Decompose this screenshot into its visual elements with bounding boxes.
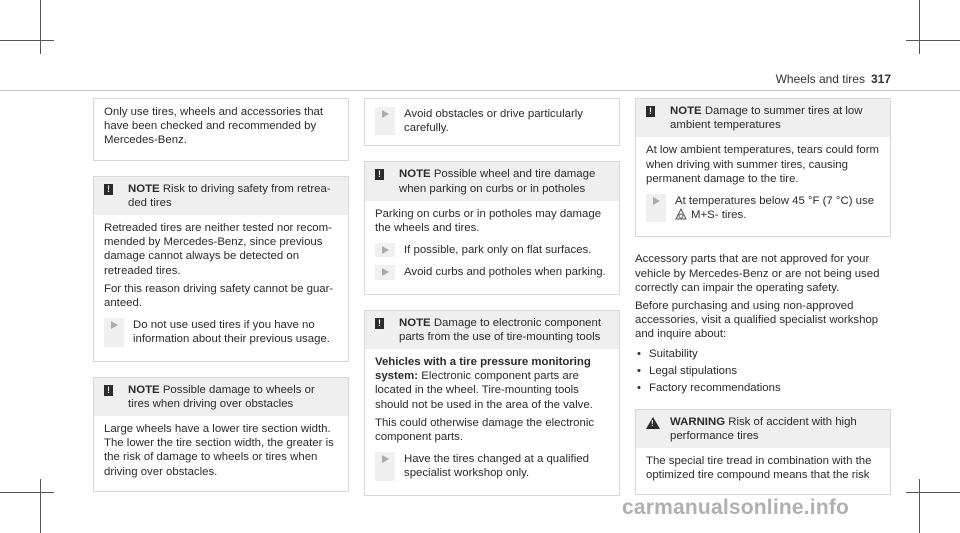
note-icon: ! <box>104 384 113 396</box>
warning-title: Risk of accident with high performance t… <box>670 415 857 442</box>
intro-box: Only use tires, wheels and accessories t… <box>93 98 349 161</box>
list-item: Factory recommendations <box>635 380 891 397</box>
action-arrow-icon <box>381 110 389 118</box>
action-step: Avoid curbs and potholes when parking. <box>375 265 609 280</box>
note-icon: ! <box>375 169 384 181</box>
note-icon: ! <box>104 183 113 195</box>
body-paragraph: Before purchasing and using non-approved… <box>635 300 879 341</box>
crop-mark <box>906 40 960 41</box>
note-paragraph: Parking on curbs or in potholes may dama… <box>375 207 602 235</box>
note-icon: ! <box>646 106 655 117</box>
action-step: Avoid obstacles or drive particularly ca… <box>375 107 609 136</box>
note-retreaded-tires: ! NOTE Risk to driving safety from retre… <box>93 175 349 362</box>
action-arrow-icon <box>381 268 389 277</box>
crop-mark <box>40 479 41 533</box>
action-text: At temperatures below 45 °F (7 °C) use <box>675 195 875 208</box>
note-paragraph: At low ambient temperatures, tears could… <box>646 144 879 185</box>
accessories-section: Accessory parts that are not approved fo… <box>635 252 891 396</box>
note-icon: ! <box>375 317 384 329</box>
note-title: Risk to driving safety from retrea­ded t… <box>128 182 331 209</box>
note-curbs-potholes: ! NOTE Possible wheel and tire damage wh… <box>364 161 620 295</box>
note-paragraph: Vehicles with a tire pressure monitoring… <box>375 355 609 412</box>
intro-text: Only use tires, wheels and accessories t… <box>104 106 324 147</box>
note-label: NOTE <box>128 383 160 396</box>
note-title: Damage to electronic component parts fro… <box>399 316 601 343</box>
note-title: Possible damage to wheels or tires when … <box>128 383 315 410</box>
action-text: Do not use used tires if you have no inf… <box>133 319 330 346</box>
note-paragraph: This could otherwise damage the electron… <box>375 416 595 444</box>
note-paragraph: For this reason driving safety cannot be… <box>104 282 334 310</box>
action-step: Do not use used tires if you have no inf… <box>104 318 338 347</box>
action-step: At temperatures below 45 °F (7 °C) use M… <box>646 194 880 223</box>
note-paragraph: Large wheels have a lower tire section w… <box>104 423 334 478</box>
note-summer-tires: ! NOTE Damage to summer tires at low amb… <box>635 98 891 238</box>
column-3: ! NOTE Damage to summer tires at low amb… <box>635 98 891 510</box>
note-lead: Vehicles with a tire pressure monitoring… <box>375 356 591 383</box>
note-wheel-obstacles: ! NOTE Possible damage to wheels or tire… <box>93 376 349 492</box>
page-number: 317 <box>870 72 891 86</box>
action-step: If possible, park only on flat surfaces. <box>375 243 609 258</box>
note-label: NOTE <box>128 182 160 195</box>
tire-icon <box>675 208 687 220</box>
note-label: NOTE <box>399 168 431 181</box>
note-title: Possible wheel and tire damage when park… <box>399 168 596 195</box>
inquiry-list: Suitability Legal stipulations Factory r… <box>635 346 891 397</box>
crop-mark <box>40 0 41 54</box>
watermark: carmanualsonline.info <box>622 496 850 519</box>
action-text: Avoid curbs and potholes when parking. <box>404 266 606 279</box>
warning-high-performance-tires: ! WARNING Risk of accident with high per… <box>635 408 891 496</box>
action-arrow-icon <box>381 246 389 255</box>
warning-label: WARNING <box>670 415 726 428</box>
action-arrow-icon <box>381 455 389 464</box>
crop-mark <box>0 40 54 41</box>
crop-mark <box>919 479 920 533</box>
crop-mark <box>919 0 920 54</box>
action-text: Avoid obstacles or drive particularly ca… <box>404 108 583 135</box>
note-text: Electronic component parts are located i… <box>375 370 593 411</box>
note-label: NOTE <box>399 316 431 329</box>
warning-paragraph: The special tire tread in combination wi… <box>646 455 872 482</box>
warning-triangle-icon: ! <box>646 416 660 429</box>
action-step: Have the tires changed at a qualified sp… <box>375 452 609 481</box>
crop-mark <box>906 492 960 493</box>
action-text-tires: M+S- tires. <box>691 209 747 222</box>
column-2: Avoid obstacles or drive particularly ca… <box>364 98 620 511</box>
action-arrow-icon <box>652 197 660 206</box>
action-box-obstacles: Avoid obstacles or drive particularly ca… <box>364 98 620 147</box>
crop-mark <box>0 492 54 493</box>
note-tire-mounting-tools: ! NOTE Damage to electronic component pa… <box>364 309 620 496</box>
body-paragraph: Accessory parts that are not approved fo… <box>635 253 880 294</box>
page-header: Wheels and tires 317 <box>776 72 891 86</box>
action-text: Have the tires changed at a qualified sp… <box>404 453 589 480</box>
column-1: Only use tires, wheels and accessories t… <box>93 98 349 507</box>
note-label: NOTE <box>670 105 702 117</box>
list-item: Legal stipulations <box>635 363 891 380</box>
section-title: Wheels and tires <box>775 72 865 86</box>
action-text: If possible, park only on flat surfaces. <box>404 244 592 257</box>
list-item: Suitability <box>635 346 891 363</box>
action-arrow-icon <box>110 321 118 330</box>
note-title: Damage to summer tires at low ambient te… <box>670 105 863 132</box>
note-paragraph: Retreaded tires are neither tested nor r… <box>104 222 332 277</box>
header-divider <box>0 90 960 91</box>
